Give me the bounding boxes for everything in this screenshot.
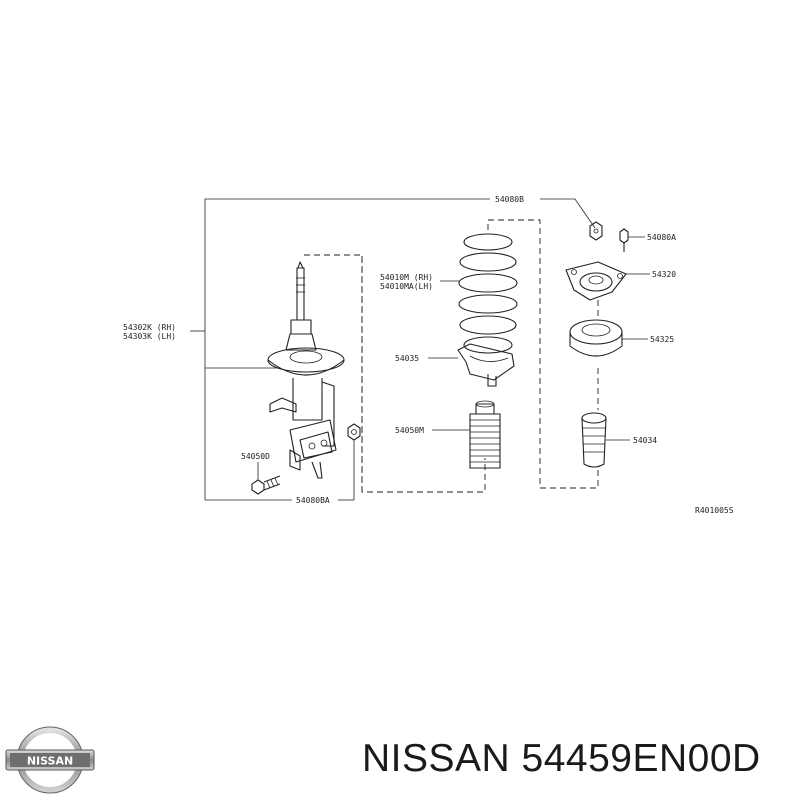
label-54034: 54034 bbox=[633, 436, 657, 445]
coil-spring bbox=[440, 233, 518, 354]
bump-stop bbox=[581, 412, 630, 468]
upper-bolt bbox=[589, 221, 645, 252]
label-54325: 54325 bbox=[650, 335, 674, 344]
label-54080ba: 54080BA bbox=[296, 496, 330, 505]
label-54050d: 54050D bbox=[241, 452, 270, 461]
lower-bolt bbox=[251, 462, 281, 495]
lower-nut bbox=[338, 423, 361, 501]
dust-boot bbox=[432, 400, 501, 469]
logo-text: NISSAN bbox=[27, 755, 73, 768]
assembly-bracket bbox=[190, 198, 596, 501]
label-54302k: 54302K (RH) bbox=[123, 323, 176, 332]
spring-seat bbox=[428, 343, 515, 387]
dashed-group-lines bbox=[304, 219, 599, 493]
label-54050m: 54050M bbox=[395, 426, 424, 435]
label-54010m: 54010M (RH) bbox=[380, 273, 433, 282]
reference-code: R401005S bbox=[695, 506, 734, 515]
label-54010ma: 54010MA(LH) bbox=[380, 282, 433, 291]
label-54080a: 54080A bbox=[647, 233, 676, 242]
label-54303k: 54303K (LH) bbox=[123, 332, 176, 341]
part-title: NISSAN 54459EN00D bbox=[362, 737, 761, 780]
nissan-logo: NISSAN bbox=[5, 726, 95, 794]
label-54080b: 54080B bbox=[495, 195, 524, 204]
strut-assembly bbox=[267, 261, 345, 479]
label-54320: 54320 bbox=[652, 270, 676, 279]
strut-mount bbox=[565, 261, 650, 301]
bearing bbox=[569, 319, 648, 357]
label-54035: 54035 bbox=[395, 354, 419, 363]
